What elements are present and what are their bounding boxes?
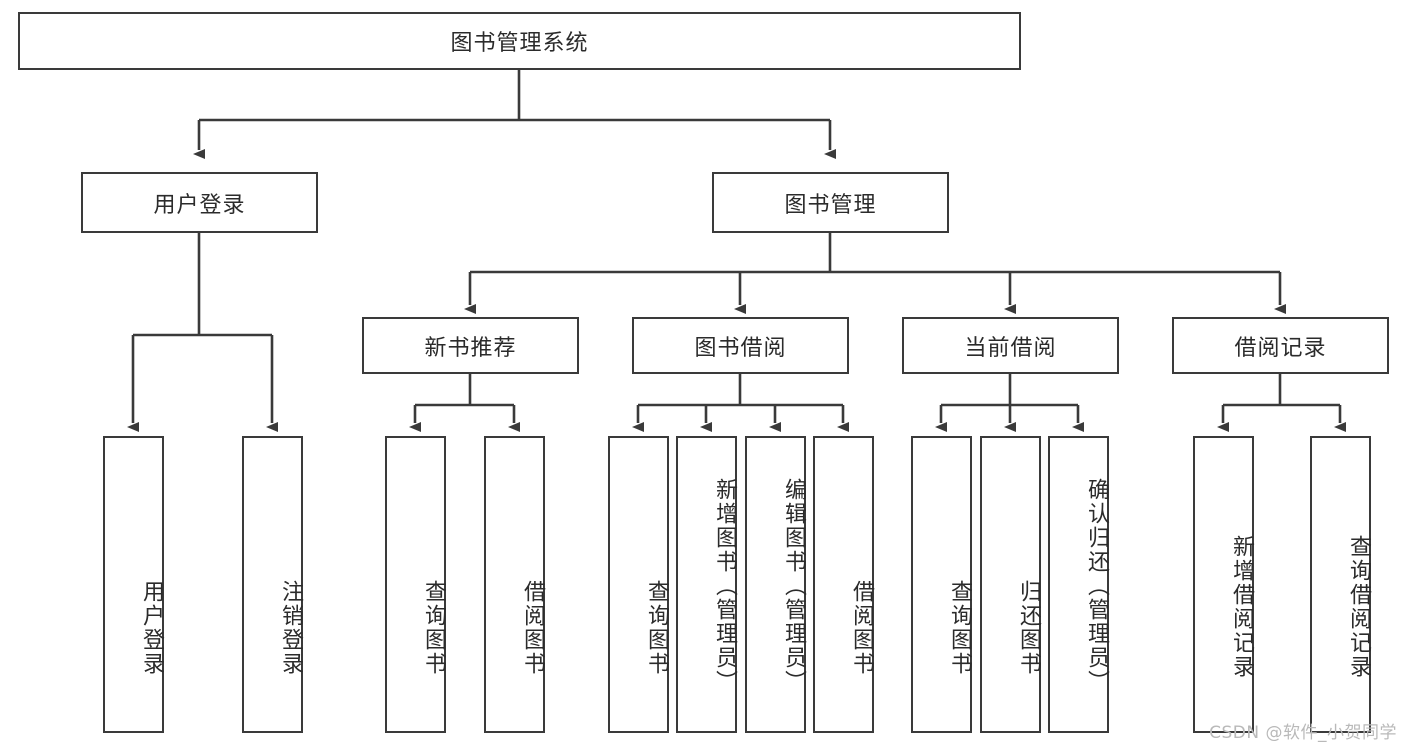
node-leaf-confirm-return[interactable]: 确认归还（管理员） <box>1048 436 1109 733</box>
node-leaf-user-login-label: 用户登录 <box>139 579 164 676</box>
node-leaf-borrow-book-2-label: 借阅图书 <box>849 579 874 676</box>
node-leaf-query-record[interactable]: 查询借阅记录 <box>1310 436 1371 733</box>
node-leaf-confirm-return-label: 确认归还（管理员） <box>1084 477 1109 694</box>
node-leaf-borrow-book-2[interactable]: 借阅图书 <box>813 436 874 733</box>
node-user-login-label: 用户登录 <box>153 192 246 218</box>
node-leaf-query-book-1-label: 查询图书 <box>421 579 446 676</box>
node-leaf-query-book-2-label: 查询图书 <box>644 579 669 676</box>
csdn-watermark: CSDN @软件_小贺同学 <box>1209 723 1397 743</box>
node-leaf-query-book-3-label: 查询图书 <box>947 579 972 676</box>
node-root-label: 图书管理系统 <box>450 31 589 56</box>
node-leaf-logout-label: 注销登录 <box>278 579 303 676</box>
node-leaf-add-book-label: 新增图书（管理员） <box>712 477 737 694</box>
node-leaf-query-book-3[interactable]: 查询图书 <box>911 436 972 733</box>
node-current-borrow-label: 当前借阅 <box>964 335 1057 361</box>
node-book-manage-label: 图书管理 <box>784 192 877 218</box>
node-leaf-logout[interactable]: 注销登录 <box>242 436 303 733</box>
node-new-book-rec[interactable]: 新书推荐 <box>362 317 579 374</box>
node-root[interactable]: 图书管理系统 <box>18 12 1021 70</box>
node-new-book-rec-label: 新书推荐 <box>424 335 517 361</box>
node-borrow-record[interactable]: 借阅记录 <box>1172 317 1389 374</box>
node-leaf-borrow-book-1-label: 借阅图书 <box>520 579 545 676</box>
node-leaf-borrow-book-1[interactable]: 借阅图书 <box>484 436 545 733</box>
node-leaf-query-record-label: 查询借阅记录 <box>1346 534 1371 679</box>
node-current-borrow[interactable]: 当前借阅 <box>902 317 1119 374</box>
node-leaf-edit-book[interactable]: 编辑图书（管理员） <box>745 436 806 733</box>
node-borrow-record-label: 借阅记录 <box>1234 335 1327 361</box>
node-leaf-add-record[interactable]: 新增借阅记录 <box>1193 436 1254 733</box>
node-book-borrow[interactable]: 图书借阅 <box>632 317 849 374</box>
node-user-login[interactable]: 用户登录 <box>81 172 318 233</box>
node-leaf-query-book-2[interactable]: 查询图书 <box>608 436 669 733</box>
node-leaf-user-login[interactable]: 用户登录 <box>103 436 164 733</box>
node-book-borrow-label: 图书借阅 <box>694 335 787 361</box>
node-leaf-add-book[interactable]: 新增图书（管理员） <box>676 436 737 733</box>
node-leaf-query-book-1[interactable]: 查询图书 <box>385 436 446 733</box>
node-leaf-return-book-label: 归还图书 <box>1016 579 1041 676</box>
node-leaf-return-book[interactable]: 归还图书 <box>980 436 1041 733</box>
node-leaf-add-record-label: 新增借阅记录 <box>1229 534 1254 679</box>
node-book-manage[interactable]: 图书管理 <box>712 172 949 233</box>
node-leaf-edit-book-label: 编辑图书（管理员） <box>781 477 806 694</box>
